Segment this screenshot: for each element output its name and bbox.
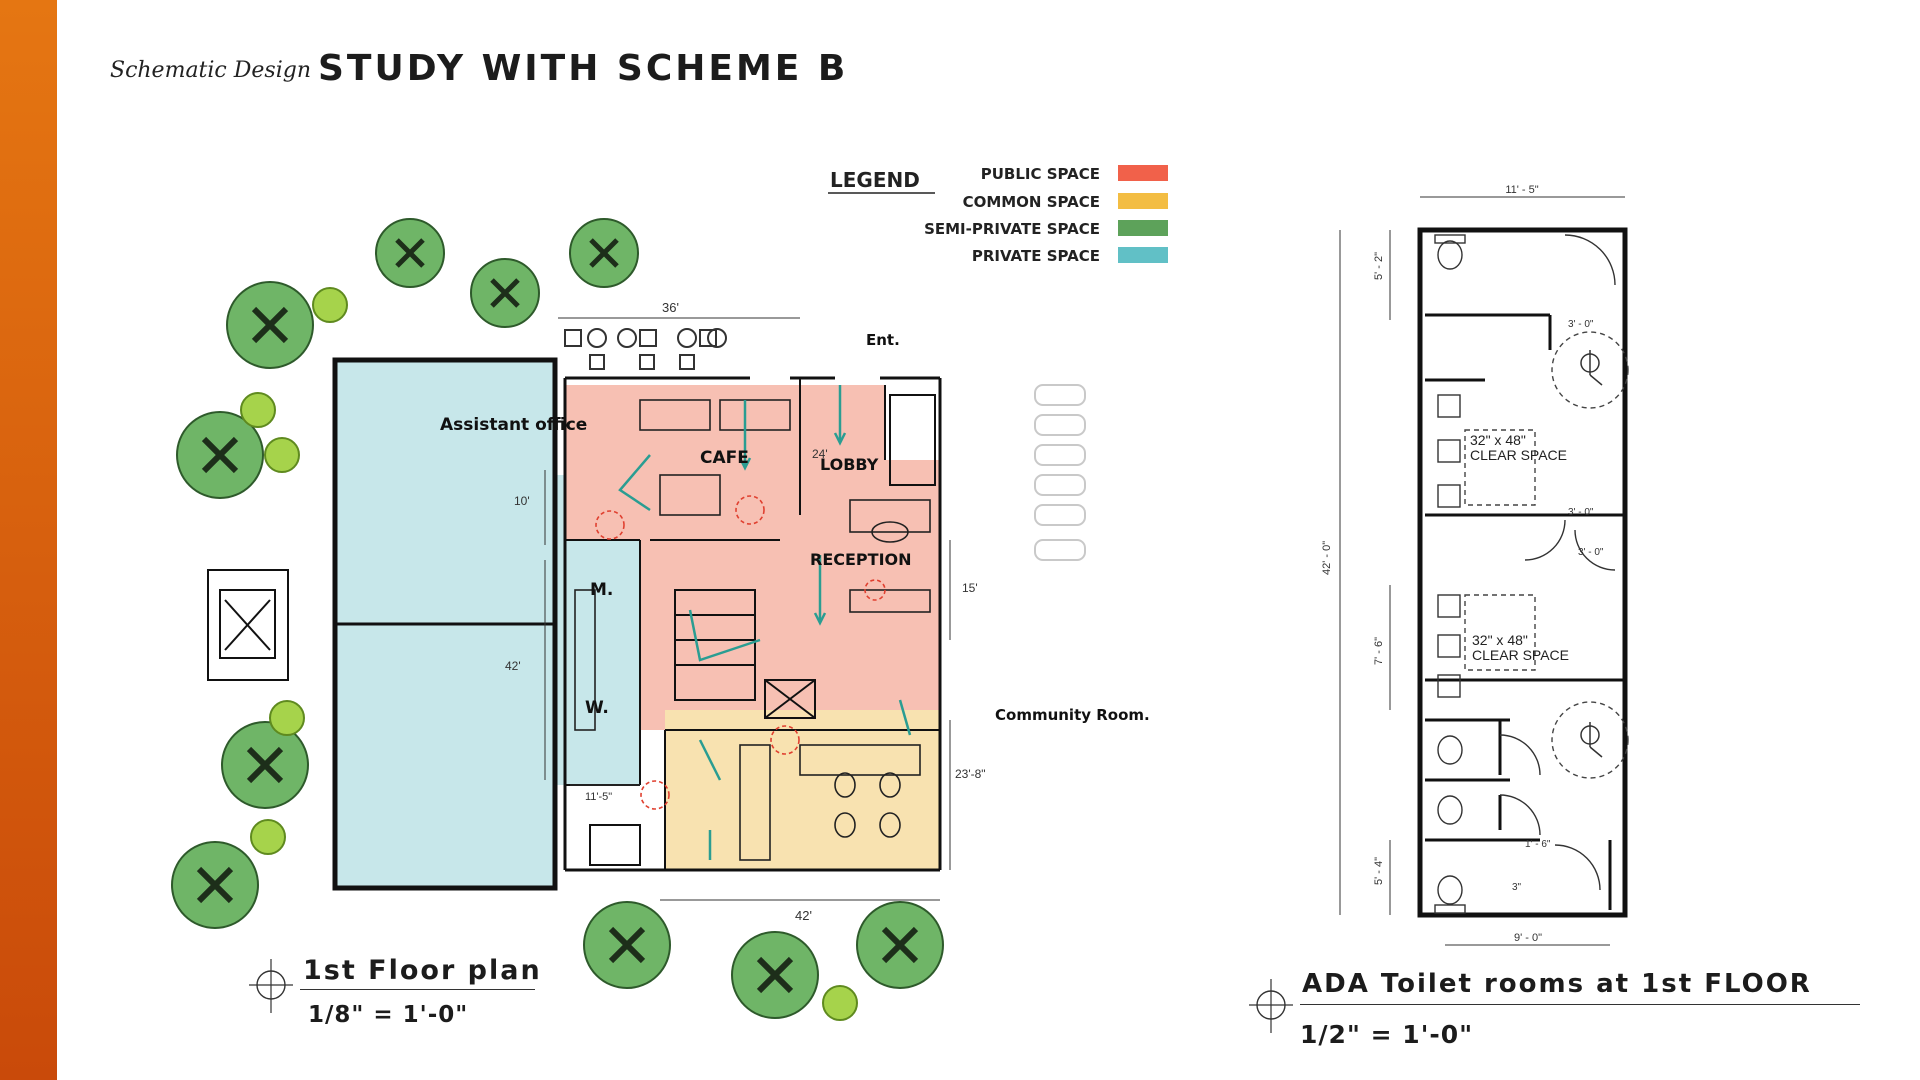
legend-label-semi-private: SEMI-PRIVATE SPACE	[924, 220, 1100, 238]
toilet-dim-door-top: 3' - 0"	[1568, 319, 1594, 330]
tree-icon	[221, 721, 309, 809]
tree-icon	[176, 411, 264, 499]
room-label-lobby: LOBBY	[820, 455, 879, 474]
turning-circles	[595, 495, 886, 810]
parking-cars	[1034, 384, 1086, 561]
dim-toilet-width: 11'-5"	[585, 791, 612, 803]
furniture	[574, 399, 931, 861]
walls	[332, 357, 942, 891]
ada-toilet-plan-drawing: 11' - 5" 42' - 0" 5' - 2" 3' - 0" 3' - 0…	[1321, 184, 1629, 946]
clear-space-lower-size: 32" x 48"	[1472, 632, 1528, 648]
turning-circles-toilet	[1464, 331, 1629, 779]
room-label-community-room: Community Room.	[995, 706, 1150, 724]
dimension-lines	[544, 317, 951, 901]
shrub-icon	[264, 437, 300, 473]
legend-swatch-common	[1118, 193, 1168, 209]
clear-space-lower-label: CLEAR SPACE	[1472, 647, 1569, 663]
tree-icon	[375, 218, 445, 288]
tree-icon	[856, 901, 944, 989]
tree-icon	[583, 901, 671, 989]
toilet-dim-door-vestibule: 3' - 0"	[1578, 547, 1604, 558]
outdoor-seating	[564, 328, 727, 370]
trees	[171, 218, 944, 1021]
toilet-dim-stall-lower: 7' - 6"	[1373, 637, 1385, 665]
toilet-dim-bottom-width: 9' - 0"	[1514, 932, 1542, 944]
room-label-mens: M.	[590, 580, 613, 600]
dim-lobby-depth: 24'	[812, 447, 828, 461]
circulation-arrows	[618, 385, 912, 860]
toilet-caption-scale: 1/2" = 1'-0"	[1300, 1020, 1474, 1049]
toilet-dim-partition-gap: 1' - 6"	[1525, 839, 1551, 850]
toilet-dimension-lines	[1339, 196, 1625, 946]
accent-bar	[0, 0, 57, 1080]
header-script-label: Schematic Design	[110, 58, 311, 83]
accessible-symbol-icon	[1580, 350, 1603, 758]
toilet-walls	[1417, 227, 1628, 918]
shrub-icon	[822, 985, 858, 1021]
floor-plan-caption-rule	[300, 989, 535, 990]
legend-title: LEGEND	[830, 168, 920, 192]
dim-bottom-width: 42'	[795, 908, 812, 923]
legend: LEGEND PUBLIC SPACE COMMON SPACE SEMI-PR…	[828, 165, 1168, 265]
toilet-caption-rule	[1300, 1004, 1860, 1005]
legend-label-private: PRIVATE SPACE	[972, 247, 1100, 265]
room-label-cafe: CAFE	[700, 448, 749, 468]
clear-space-upper-size: 32" x 48"	[1470, 432, 1526, 448]
shrub-icon	[240, 392, 276, 428]
tree-icon	[569, 218, 639, 288]
floor-plan-caption-scale: 1/8" = 1'-0"	[308, 1002, 469, 1028]
toilet-caption-title: ADA Toilet rooms at 1st FLOOR	[1302, 969, 1812, 999]
room-label-womens: W.	[585, 698, 609, 718]
room-label-assistant-office: Assistant office	[440, 415, 587, 435]
toilet-dim-stall-1: 5' - 2"	[1373, 252, 1385, 280]
north-arrow-icon-toilet	[1249, 979, 1293, 1033]
dim-office-depth: 10'	[514, 494, 530, 508]
dim-left-depth: 42'	[505, 659, 521, 673]
toilet-dim-small-gap: 3"	[1512, 882, 1522, 893]
dim-community-depth: 23'-8"	[955, 767, 986, 781]
dim-top-width: 36'	[662, 300, 679, 315]
toilet-dim-overall-height: 42' - 0"	[1321, 541, 1333, 575]
toilet-dim-door-mid: 3' - 0"	[1568, 507, 1594, 518]
floor-plan-caption-title: 1st Floor plan	[303, 955, 542, 986]
public-zone	[565, 385, 940, 730]
clear-space-upper-label: CLEAR SPACE	[1470, 447, 1567, 463]
shrub-icon	[250, 819, 286, 855]
legend-swatch-public	[1118, 165, 1168, 181]
tree-icon	[171, 841, 259, 929]
legend-swatch-semi-private	[1118, 220, 1168, 236]
stairs-elevator	[207, 394, 936, 866]
dim-reception-depth: 15'	[962, 581, 978, 595]
tree-icon	[470, 258, 540, 328]
toilet-dim-stall-bottom: 5' - 4"	[1373, 857, 1385, 885]
tree-icon	[226, 281, 314, 369]
tree-icon	[731, 931, 819, 1019]
toilet-dim-top-width: 11' - 5"	[1505, 184, 1538, 196]
shrub-icon	[269, 700, 305, 736]
toilet-fixtures	[1434, 234, 1616, 914]
legend-label-common: COMMON SPACE	[963, 193, 1100, 211]
page-title: STUDY WITH SCHEME B	[318, 48, 849, 89]
north-arrow-icon	[249, 959, 293, 1013]
legend-label-public: PUBLIC SPACE	[981, 165, 1100, 183]
legend-swatch-private	[1118, 247, 1168, 263]
entrance-label: Ent.	[866, 331, 900, 349]
shrub-icon	[312, 287, 348, 323]
room-label-reception: RECEPTION	[810, 550, 912, 569]
